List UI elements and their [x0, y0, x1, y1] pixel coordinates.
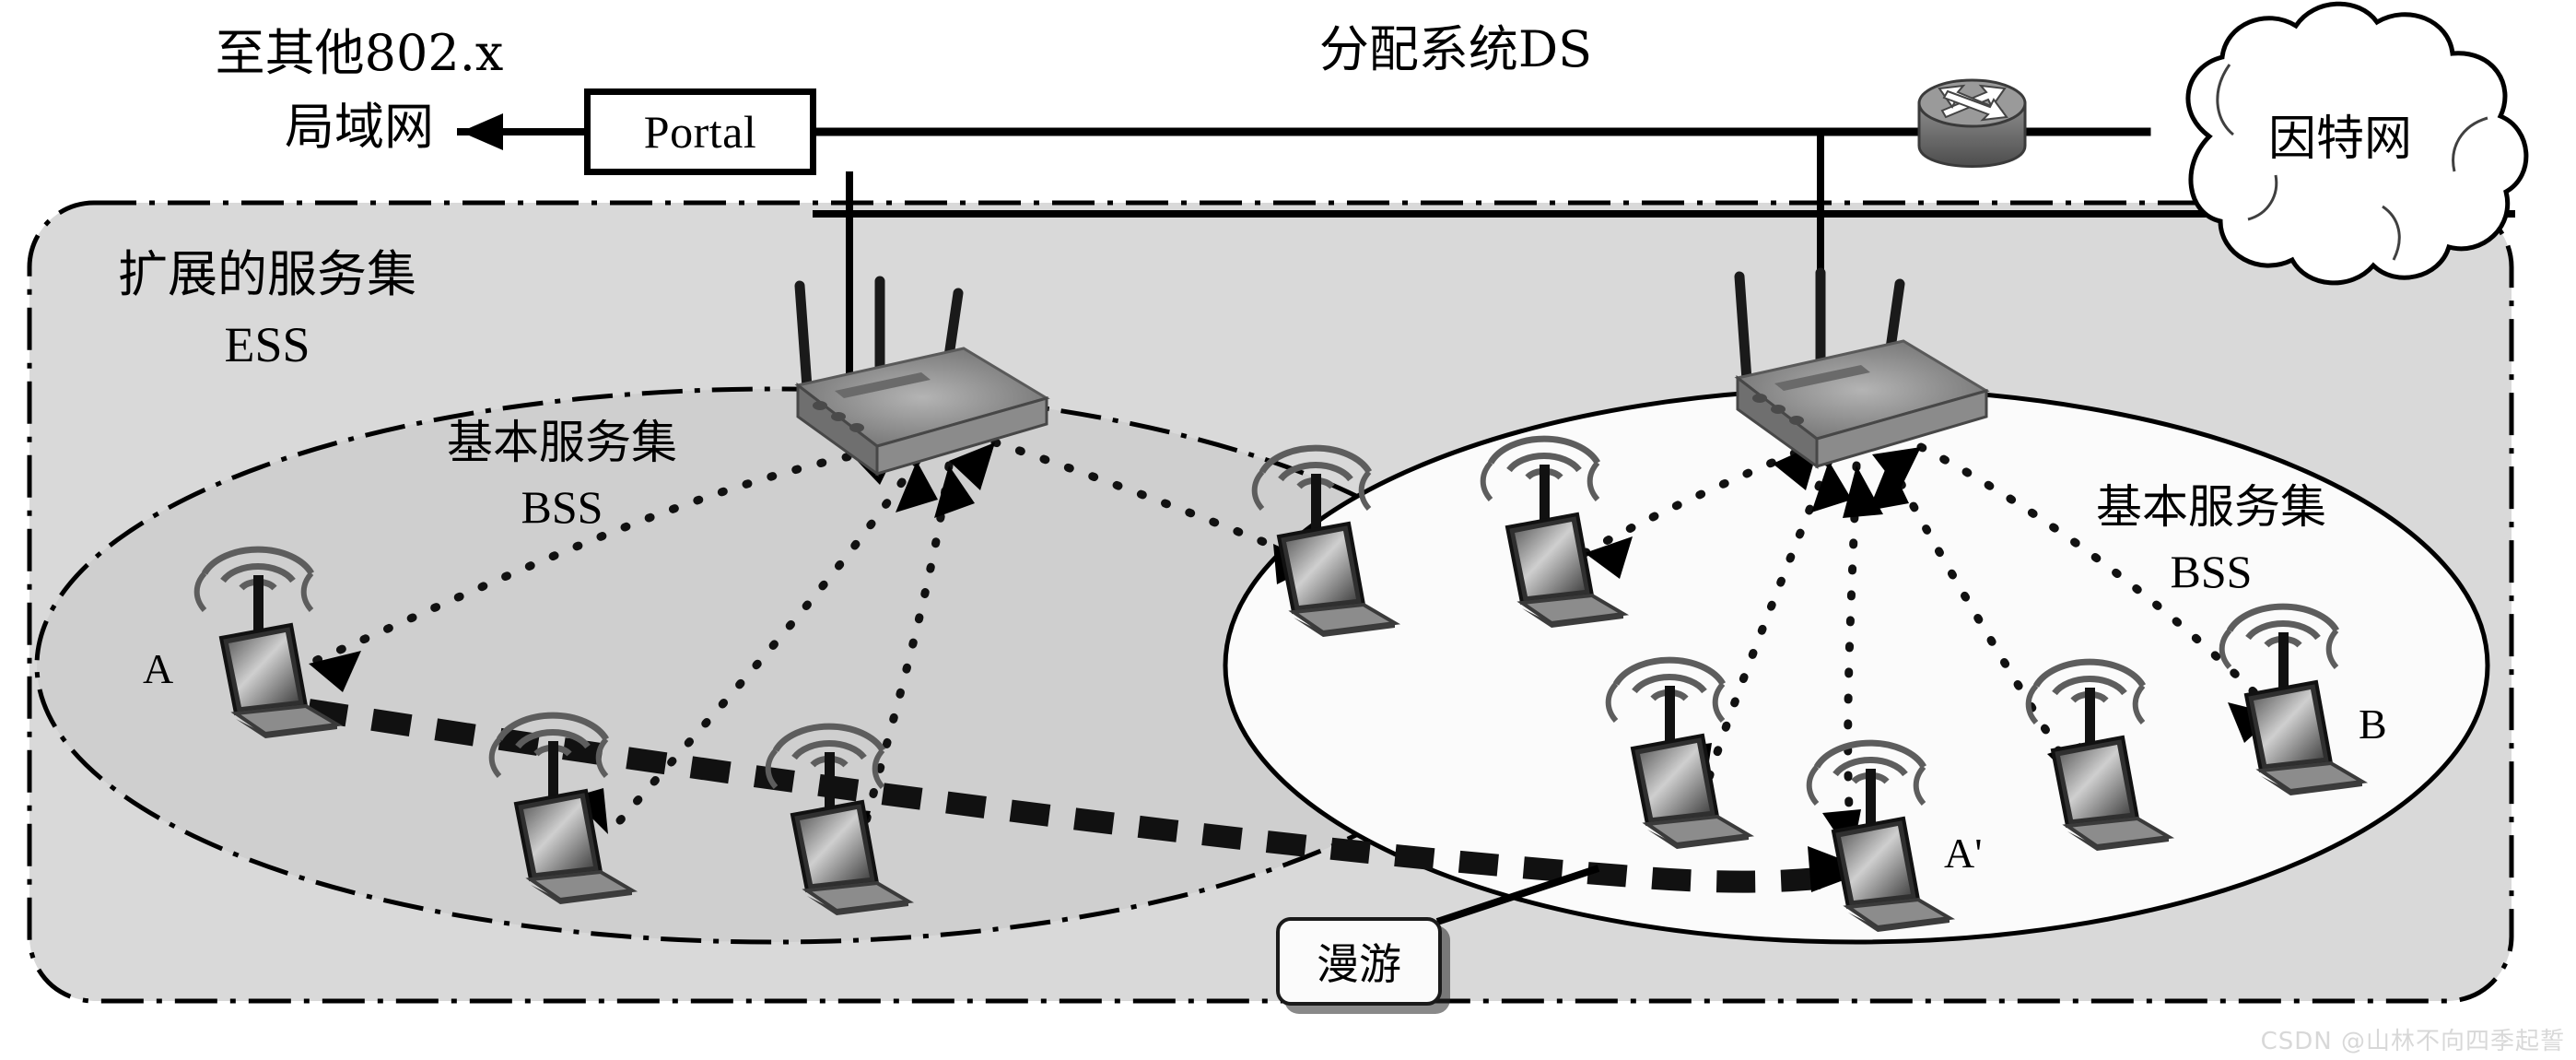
arrow-to-other-lan: [461, 113, 503, 150]
to-other-lan-label-line1: 至其他802.x: [215, 24, 504, 82]
wlink-ap-right-to-sta-b: [1916, 442, 2280, 719]
wlink-ap-left-to-sta-a: [304, 442, 903, 668]
wlink-ap-left-to-sta-l4: [852, 461, 954, 862]
bss-left-label-line1: 基本服务集: [447, 416, 677, 469]
station-a-label: A: [143, 645, 174, 692]
watermark: CSDN @山林不向四季起誓: [2260, 1028, 2565, 1055]
access-point-right-icon: [1734, 267, 1990, 469]
roaming-callout[interactable]: 漫游: [1276, 917, 1442, 1006]
access-point-left-icon: [794, 276, 1050, 477]
station-b: [2222, 607, 2362, 795]
bss-right-label-line1: 基本服务集: [2096, 480, 2326, 534]
roaming-path: [307, 699, 1854, 893]
station-a-prime: [1809, 743, 1950, 932]
wlink-ap-right-to-sta-r1: [1580, 438, 1824, 558]
station-a-prime-label: A': [1944, 830, 1983, 877]
bss-right-label-line2: BSS: [2170, 546, 2253, 597]
station-a: [197, 549, 337, 738]
station-left-lower-1: [492, 715, 632, 904]
wlink-ap-right-to-sta-r2: [1700, 456, 1833, 797]
portal-label: Portal: [643, 106, 757, 158]
internet-label: 因特网: [2267, 112, 2412, 167]
internet-cloud-shape: [2185, 1, 2529, 286]
ess-label-line2: ESS: [224, 317, 310, 372]
station-left-lower-2: [768, 726, 908, 915]
station-right-mid: [2029, 662, 2169, 851]
bss-left-label-line2: BSS: [521, 481, 603, 533]
roaming-label: 漫游: [1317, 939, 1401, 989]
wlink-ap-right-to-sta-aprime: [1844, 461, 1861, 862]
distribution-system-label: 分配系统DS: [1318, 20, 1593, 78]
wlink-ap-left-to-sta-l2: [990, 438, 1322, 569]
station-left-right-edge: [1255, 448, 1395, 637]
to-other-lan-label-line2: 局域网: [285, 98, 434, 156]
station-b-label: B: [2359, 701, 2387, 748]
station-right-mid-left: [1609, 660, 1749, 849]
roaming-leader-line: [1435, 865, 1600, 925]
border-router-icon: [1917, 78, 2027, 168]
station-right-upper: [1483, 439, 1623, 628]
portal-node[interactable]: Portal: [584, 88, 816, 175]
ess-label-line1: 扩展的服务集: [118, 245, 416, 303]
